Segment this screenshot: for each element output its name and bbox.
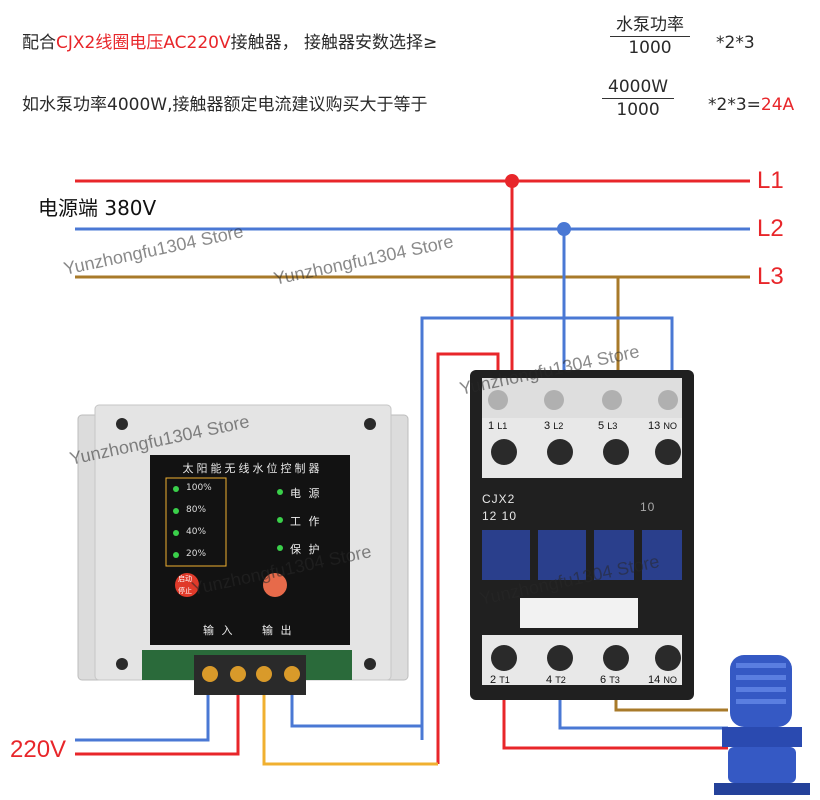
contactor-model-line2: 12 10 [482, 509, 518, 523]
terminal-4: 4 T2 [546, 674, 566, 686]
label-l3: L3 [757, 263, 784, 290]
header-line1-highlight: CJX2线圈电压AC220V [56, 33, 231, 53]
header-line1-prefix: 配合 [22, 33, 56, 53]
input-voltage-label: 220V [10, 736, 67, 763]
header-line-1: 配合CJX2线圈电压AC220V接触器， 接触器安数选择≥ [22, 32, 437, 54]
level-80: 80% [186, 505, 207, 515]
terminal-6: 6 T3 [600, 674, 620, 686]
multiplier-1: *2*3 [716, 33, 755, 53]
wire-input-red [75, 690, 240, 756]
fraction-1-numerator: 水泵功率 [610, 14, 690, 37]
wire-t1-to-pump [502, 680, 728, 750]
multiplier-2-result: 24A [760, 95, 795, 115]
source-label: 电源端 380V [38, 196, 157, 220]
label-l1: L1 [757, 167, 784, 194]
status-power: 电 源 [290, 487, 322, 500]
fraction-1-denominator: 1000 [628, 38, 672, 58]
terminal-5: 5 L3 [598, 420, 618, 432]
header-line2-text: 如水泵功率4000W,接触器额定电流建议购买大于等于 [22, 95, 428, 115]
fraction-2: 4000W 1000 [602, 76, 675, 121]
terminal-13: 13 NO [648, 420, 678, 432]
stop-button-label: 停止 [178, 587, 192, 595]
level-100: 100% [186, 483, 212, 493]
water-pump-icon [714, 655, 810, 795]
wire-blue-coil [420, 316, 674, 740]
header-line1-suffix: 接触器， 接触器安数选择≥ [230, 33, 438, 53]
wire-input-blue [75, 690, 210, 742]
multiplier-2-prefix: *2*3= [708, 95, 761, 115]
multiplier-2: *2*3=24A [708, 94, 794, 116]
label-l2: L2 [757, 215, 784, 242]
terminal-14: 14 NO [648, 674, 678, 686]
terminal-3: 3 L2 [544, 420, 564, 432]
header-line-2: 如水泵功率4000W,接触器额定电流建议购买大于等于 [22, 94, 427, 116]
terminal-1: 1 L1 [488, 420, 508, 432]
contactor-cjx2 [470, 370, 694, 700]
label-input: 输 入 [203, 624, 235, 637]
level-20: 20% [186, 549, 207, 559]
status-protect: 保 护 [290, 543, 322, 556]
fraction-2-numerator: 4000W [602, 76, 675, 99]
wire-output-yellow [262, 690, 438, 766]
status-work: 工 作 [290, 515, 322, 528]
wire-output-blue [290, 690, 422, 728]
label-output: 输 出 [262, 624, 294, 637]
level-40: 40% [186, 527, 207, 537]
terminal-2: 2 T1 [490, 674, 510, 686]
contactor-model-side: 10 [640, 500, 656, 514]
fraction-2-denominator: 1000 [616, 100, 660, 120]
contactor-model-line1: CJX2 [482, 492, 516, 506]
water-level-controller [77, 404, 409, 695]
start-button-label: 启动 [178, 575, 192, 583]
fraction-1: 水泵功率 1000 [610, 14, 690, 59]
controller-title: 太阳能无线水位控制器 [182, 462, 323, 475]
